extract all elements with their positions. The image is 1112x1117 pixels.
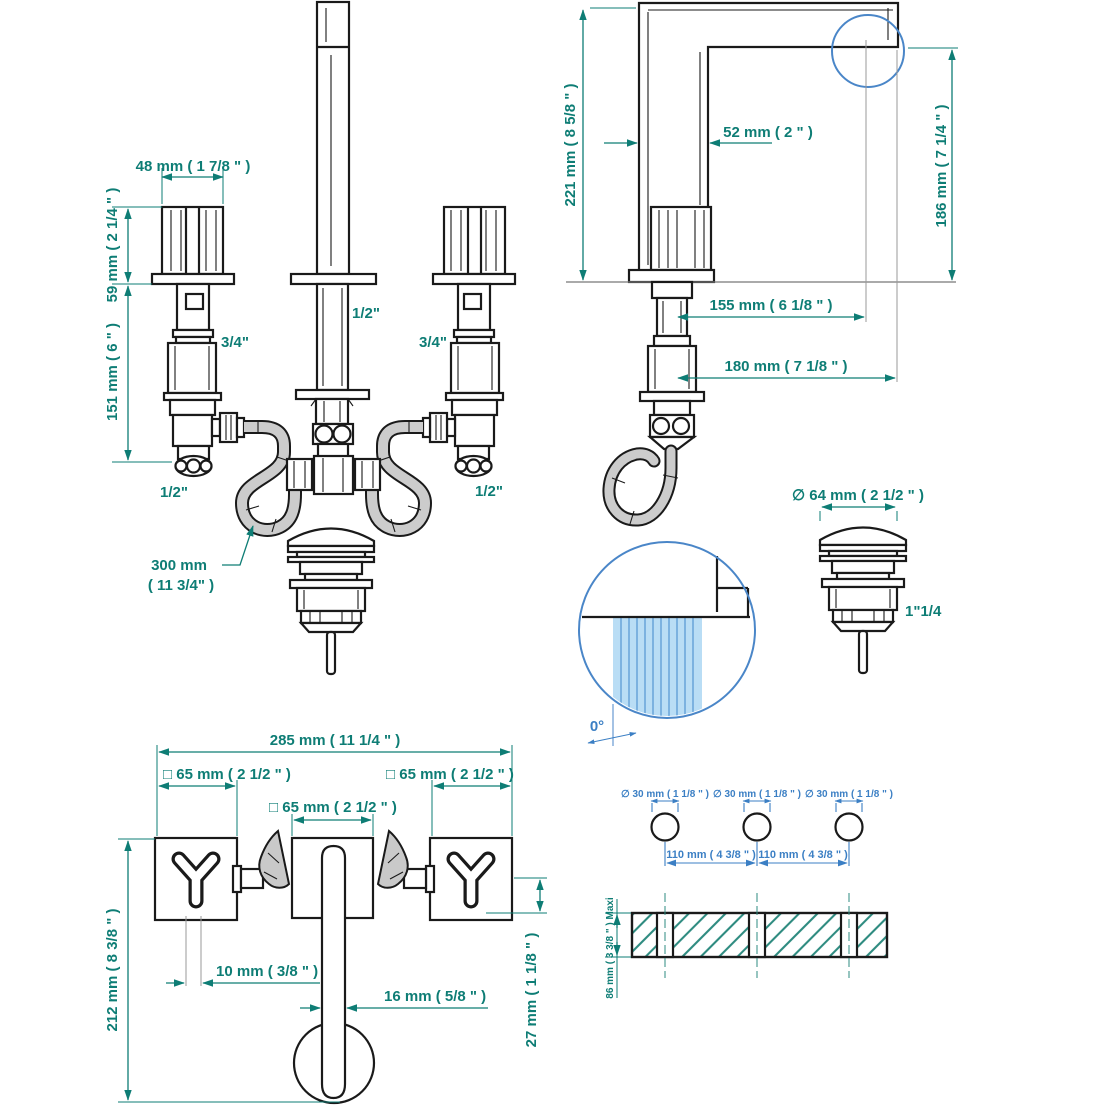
dim-65mm-right-label: □ 65 mm ( 2 1/2 " ) [386, 766, 514, 783]
left-handle-top [155, 838, 237, 920]
drain-thread-label: 1"1/4 [905, 603, 942, 620]
hose-length-label: 300 mm [151, 557, 207, 574]
label-three-quarter-left: 3/4" [221, 334, 249, 351]
dim-65mm-center-label: □ 65 mm ( 2 1/2 " ) [269, 799, 397, 816]
dim-155mm: 155 mm ( 6 1/8 " ) [677, 297, 865, 321]
dim-65mm-left: □ 65 mm ( 2 1/2 " ) [158, 766, 291, 836]
dim-64mm: ∅ 64 mm ( 2 1/2 " ) [792, 487, 924, 521]
spray-detail: 0° [578, 541, 756, 746]
dim-10mm-label: 10 mm ( 3/8 " ) [216, 963, 318, 980]
angle-arrows [587, 731, 637, 745]
dim-285mm: 285 mm ( 11 1/4 " ) [156, 732, 513, 836]
under-deck-valve [638, 280, 706, 451]
dim-52mm: 52 mm ( 2 " ) [604, 124, 813, 147]
dim-212mm: 212 mm ( 8 3/8 " ) [104, 838, 340, 1103]
spout-outlet-circle [831, 14, 905, 88]
dim-27mm: 27 mm ( 1 1/8 " ) [486, 877, 547, 1048]
drilling-template: ∅ 30 mm ( 1 1/8 " ) ∅ 30 mm ( 1 1/8 " ) … [605, 789, 893, 999]
dim-65mm-right: □ 65 mm ( 2 1/2 " ) [386, 766, 514, 836]
spout-column [289, 0, 378, 460]
dim-180mm: 180 mm ( 7 1/8 " ) [677, 358, 896, 382]
dim-16mm-label: 16 mm ( 5/8 " ) [384, 988, 486, 1005]
dim-221mm: 221 mm ( 8 5/8 " ) [562, 7, 636, 281]
label-half-left: 1/2" [160, 484, 188, 501]
dim-27mm-label: 27 mm ( 1 1/8 " ) [523, 933, 540, 1048]
angle-label: 0° [590, 718, 604, 735]
dim-52mm-label: 52 mm ( 2 " ) [723, 124, 813, 141]
dim-221mm-label: 221 mm ( 8 5/8 " ) [562, 83, 579, 206]
label-half-center: 1/2" [352, 305, 380, 322]
reach-extension-lines [865, 40, 898, 382]
right-handle-top [430, 838, 512, 920]
dim-65mm-center: □ 65 mm ( 2 1/2 " ) [269, 799, 397, 836]
tee-connector [312, 454, 355, 496]
spout-tube-top [320, 844, 347, 1100]
hole3-label: ∅ 30 mm ( 1 1/8 " ) [805, 789, 893, 800]
countertop-section [630, 893, 889, 978]
hole2-label: ∅ 30 mm ( 1 1/8 " ) [713, 789, 801, 800]
dim-300mm-hose: 300 mm ( 11 3/4" ) [148, 525, 254, 594]
hole-diameter-dims: ∅ 30 mm ( 1 1/8 " ) ∅ 30 mm ( 1 1/8 " ) … [621, 789, 893, 812]
front-view: 48 mm ( 1 7/8 " ) 59 mm ( 2 1/4 " ) 151 … [104, 0, 517, 676]
pin-extension-lines [185, 916, 202, 986]
dim-48mm-label: 48 mm ( 1 7/8 " ) [136, 158, 251, 175]
dim-151mm-label: 151 mm ( 6 " ) [104, 323, 121, 421]
dim-212mm-label: 212 mm ( 8 3/8 " ) [104, 908, 121, 1031]
dim-180mm-label: 180 mm ( 7 1/8 " ) [724, 358, 847, 375]
dim-65mm-left-label: □ 65 mm ( 2 1/2 " ) [163, 766, 291, 783]
hole1-label: ∅ 30 mm ( 1 1/8 " ) [621, 789, 709, 800]
dim-186mm: 186 mm ( 7 1/4 " ) [908, 47, 958, 281]
dim-10mm: 10 mm ( 3/8 " ) [166, 963, 320, 987]
drain-detail: ∅ 64 mm ( 2 1/2 " ) 1"1/4 [792, 487, 942, 675]
spacing2-label: 110 mm ( 4 3/8 " ) [758, 849, 848, 861]
dim-186mm-label: 186 mm ( 7 1/4 " ) [933, 104, 950, 227]
spacing1-label: 110 mm ( 4 3/8 " ) [666, 849, 756, 861]
label-half-right: 1/2" [475, 483, 503, 500]
dim-16mm: 16 mm ( 5/8 " ) [300, 988, 488, 1012]
dim-285mm-label: 285 mm ( 11 1/4 " ) [270, 732, 401, 749]
top-view: 285 mm ( 11 1/4 " ) □ 65 mm ( 2 1/2 " ) … [104, 732, 547, 1105]
label-three-quarter-right: 3/4" [419, 334, 447, 351]
dim-48mm: 48 mm ( 1 7/8 " ) [136, 158, 251, 204]
side-view: 221 mm ( 8 5/8 " ) 52 mm ( 2 " ) 186 mm … [562, 1, 958, 527]
dim-155mm-label: 155 mm ( 6 1/8 " ) [709, 297, 832, 314]
spout-profile [627, 1, 900, 284]
dim-64mm-label: ∅ 64 mm ( 2 1/2 " ) [792, 487, 924, 504]
dim-151mm: 151 mm ( 6 " ) [104, 285, 172, 463]
dim-59mm-label: 59 mm ( 2 1/4 " ) [104, 188, 121, 303]
dim-59mm: 59 mm ( 2 1/4 " ) [104, 188, 162, 303]
hose-length-inches-label: ( 11 3/4" ) [148, 577, 214, 594]
hole-spacing-dims: 110 mm ( 4 3/8 " ) 110 mm ( 4 3/8 " ) [664, 842, 850, 867]
spout-end-profile [582, 556, 750, 619]
dim-86mm: 86 mm ( 3 3/8 " ) Maxi [605, 897, 631, 999]
mounting-holes [650, 812, 864, 842]
dim-86mm-label: 86 mm ( 3 3/8 " ) Maxi [605, 897, 616, 999]
detail-circle [578, 541, 756, 719]
water-stream [613, 617, 702, 716]
supply-hose-side [602, 444, 679, 527]
